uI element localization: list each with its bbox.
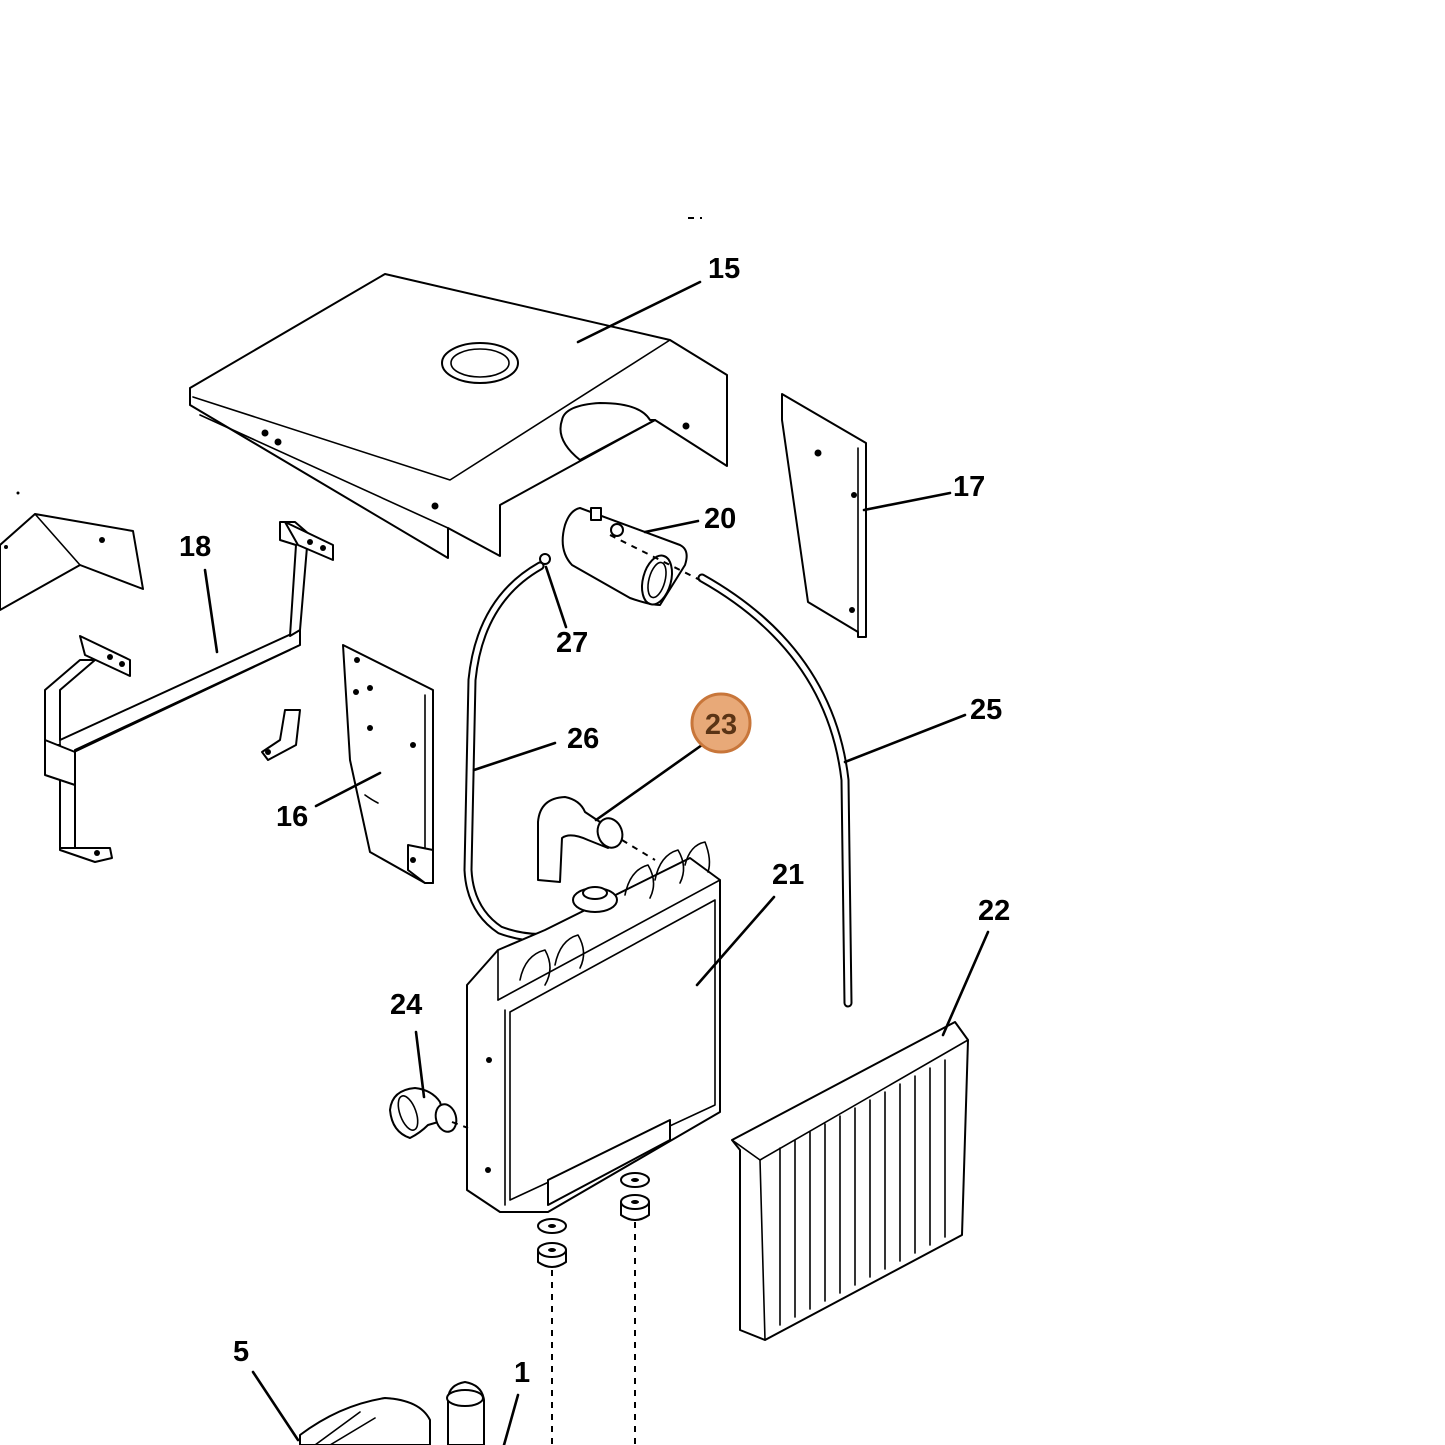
callout-26[interactable]: 26 [567, 723, 599, 755]
part-23-upper-hose[interactable] [537, 796, 626, 883]
callout-22[interactable]: 22 [978, 895, 1010, 927]
callout-labels: 15 17 20 18 27 25 26 16 21 22 24 5 1 [179, 253, 1010, 1389]
grille-slats [779, 1059, 946, 1326]
callout-27[interactable]: 27 [556, 627, 588, 659]
callout-16[interactable]: 16 [276, 801, 308, 833]
callout-23[interactable]: 23 [705, 709, 737, 741]
callout-25[interactable]: 25 [970, 694, 1002, 726]
part-1-filler-neck[interactable] [446, 1381, 485, 1445]
callout-17[interactable]: 17 [953, 471, 985, 503]
part-21-radiator[interactable] [466, 841, 721, 1213]
callout-15[interactable]: 15 [708, 253, 740, 285]
callout-24[interactable]: 24 [390, 989, 422, 1021]
part-27-hose-clamp[interactable] [539, 553, 551, 565]
part-15-hood[interactable] [189, 273, 728, 559]
left-shroud-fragment [0, 491, 144, 611]
callout-20[interactable]: 20 [704, 503, 736, 535]
callout-5[interactable]: 5 [233, 1336, 249, 1368]
part-20-expansion-tank[interactable] [561, 507, 688, 608]
leader-lines [203, 280, 990, 1445]
part-25-hose[interactable] [697, 573, 853, 1008]
part-16-side-plate[interactable] [342, 644, 434, 884]
callout-23-highlight[interactable]: 23 [690, 692, 752, 754]
part-22-grille[interactable] [731, 1021, 969, 1341]
callout-21[interactable]: 21 [772, 859, 804, 891]
part-5-engine-fragment[interactable] [299, 1397, 431, 1445]
rubber-mounts[interactable] [537, 1172, 650, 1268]
callout-18[interactable]: 18 [179, 531, 211, 563]
part-18-support-frame[interactable] [44, 521, 334, 863]
callout-1[interactable]: 1 [514, 1357, 530, 1389]
alignment-lines [451, 217, 702, 1445]
part-17-side-plate[interactable] [781, 393, 867, 638]
part-24-lower-hose[interactable] [389, 1087, 459, 1139]
